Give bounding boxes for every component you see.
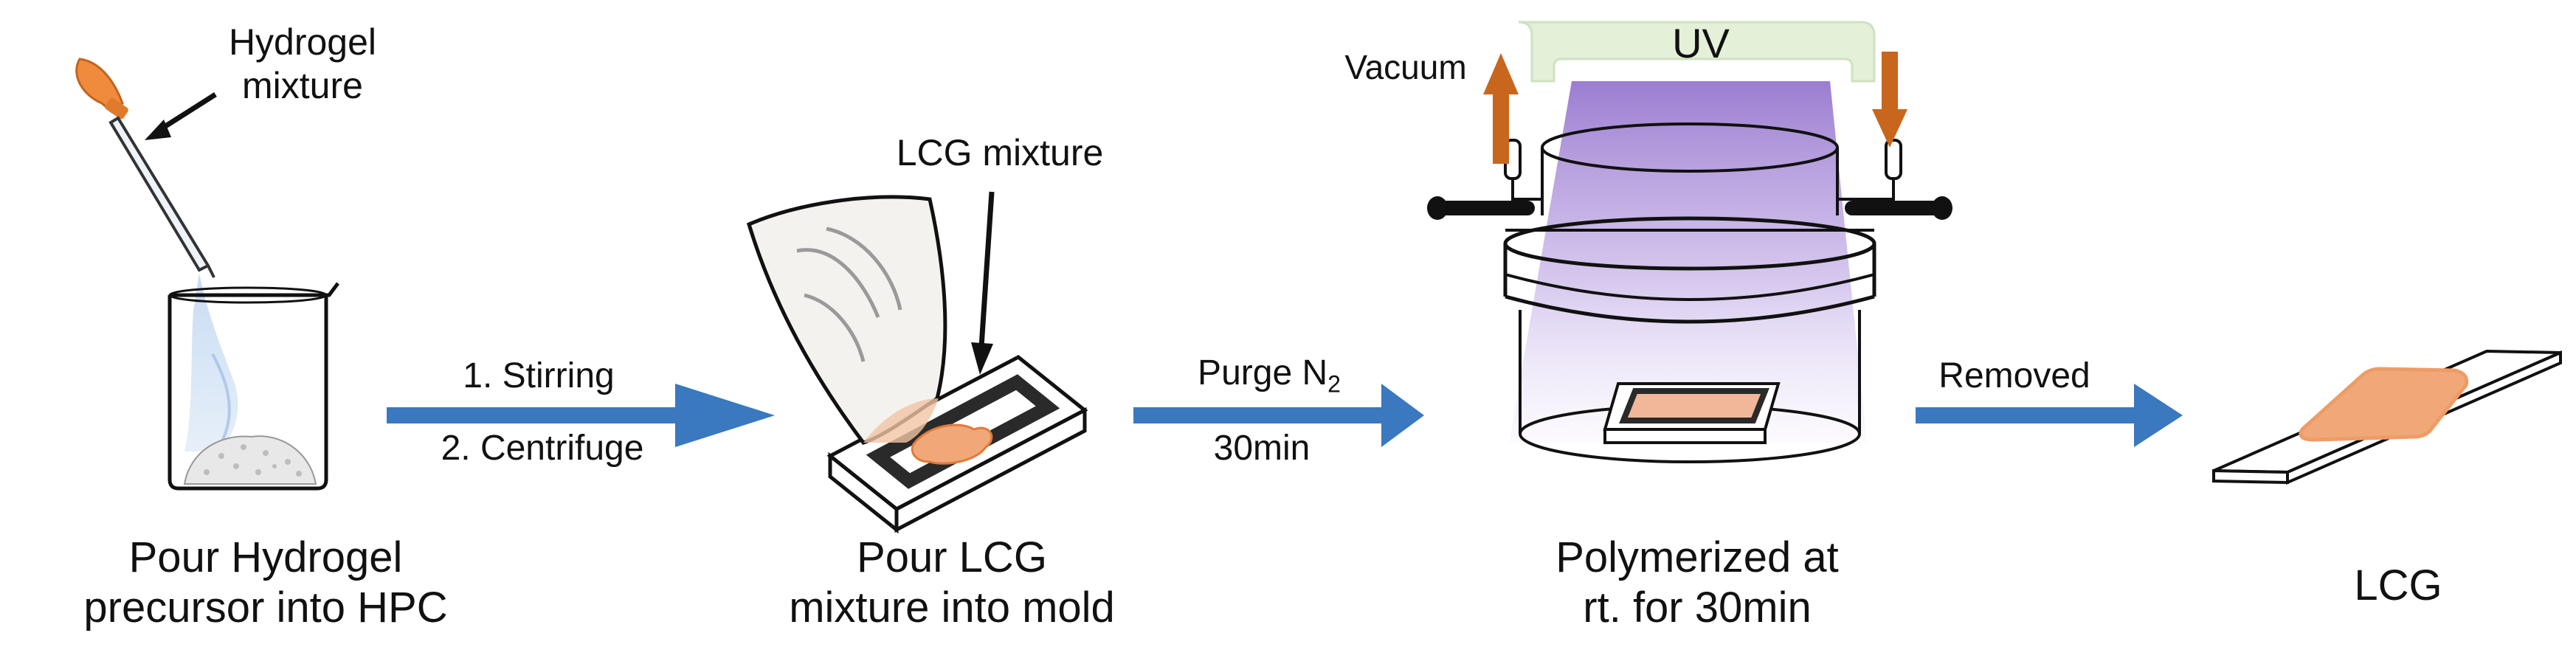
arrow1-bottom-text: 2. Centrifuge (441, 429, 644, 468)
process-arrow-3 (1916, 384, 2183, 447)
process-arrow-2 (1133, 384, 1424, 447)
arrow2-top-text: Purge N2 (1151, 353, 1387, 398)
step2-caption-line1: Pour LCG (857, 533, 1047, 581)
step2-caption: Pour LCG mixture into mold (723, 533, 1181, 634)
step4-caption: LCG (2354, 561, 2442, 609)
step3-caption-line2: rt. for 30min (1583, 584, 1812, 632)
step3-caption: Polymerized at rt. for 30min (1476, 533, 1919, 634)
purge-subscript: 2 (1327, 370, 1341, 398)
hydrogel-label-line1: Hydrogel (228, 21, 377, 63)
film-icon (2212, 349, 2562, 485)
arrow1-top-text: 1. Stirring (463, 356, 615, 395)
mold-icon (746, 191, 1088, 534)
arrow3-top-text: Removed (1938, 356, 2090, 395)
step1-caption-line1: Pour Hydrogel (128, 533, 403, 581)
hydrogel-mixture-label: Hydrogel mixture (214, 21, 391, 108)
beaker-icon (168, 273, 339, 491)
purge-label: Purge N (1198, 353, 1328, 392)
hydrogel-label-line2: mixture (242, 65, 363, 106)
vacuum-label: Vacuum (1344, 48, 1467, 86)
vacuum-chamber-icon (1427, 21, 1952, 463)
dropper-icon (75, 58, 217, 278)
step1-caption-line2: precursor into HPC (83, 584, 448, 632)
step1-caption: Pour Hydrogel precursor into HPC (30, 533, 502, 634)
process-arrow-1 (387, 384, 775, 447)
step3-caption-line1: Polymerized at (1555, 533, 1839, 581)
lcg-mixture-label: LCG mixture (896, 132, 1104, 173)
arrow2-bottom-text: 30min (1213, 429, 1311, 468)
uv-label: UV (1672, 20, 1730, 66)
step2-caption-line2: mixture into mold (789, 584, 1115, 632)
